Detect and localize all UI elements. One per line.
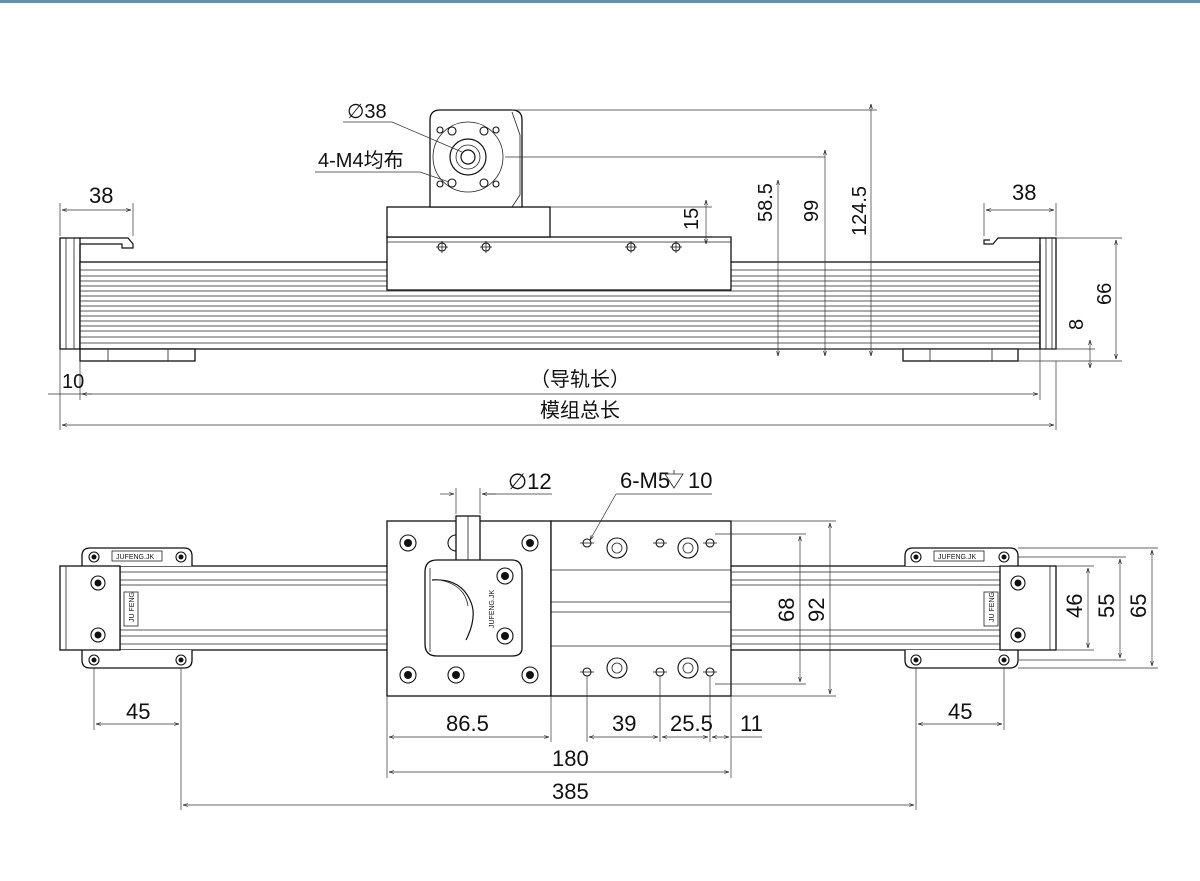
dim-end-widths: 46 55 65 — [1018, 547, 1158, 669]
dim-slider-lengths: 86.5 39 25.5 11 180 385 — [183, 676, 914, 805]
slider-hole-depth-label: 10 — [688, 468, 712, 493]
left-end-width-label: 38 — [89, 183, 113, 208]
dim-39-label: 39 — [612, 711, 636, 736]
slider-holes-label: 6-M5 — [620, 468, 670, 493]
rail-length-label: （导轨长） — [530, 368, 630, 391]
end-46-label: 46 — [1062, 594, 1087, 618]
knob-diameter-label: ∅12 — [508, 469, 552, 494]
dim-180-label: 180 — [552, 746, 589, 771]
side-view: ∅38 4-M4均布 38 38 15 58. — [48, 101, 1122, 430]
side-motor-callouts: ∅38 4-M4均布 — [315, 101, 463, 183]
side-slider-screw-holes — [436, 241, 682, 253]
side-slider-block — [386, 236, 732, 291]
right-top-brand-stamp: JUFENG.JK — [938, 554, 976, 561]
height-124-5-label: 124.5 — [849, 186, 871, 236]
top-motor-body: JUFENG.JK — [424, 559, 523, 657]
top-accent-bar — [0, 0, 1200, 3]
motor-holes-label: 4-M4均布 — [318, 149, 404, 172]
end-65-label: 65 — [1126, 594, 1151, 618]
dim-knob-12: ∅12 — [440, 469, 552, 514]
dim-side-end-66-8: 66 8 — [1018, 237, 1122, 368]
dim-86-5-label: 86.5 — [446, 711, 489, 736]
motor-brand-stamp: JUFENG.JK — [489, 590, 496, 628]
top-knob — [455, 515, 481, 565]
top-right-end-assembly: JUFENG.JK JU FENG — [904, 547, 1057, 669]
dim-left-end-38: 38 — [59, 183, 134, 236]
end-height-66-label: 66 — [1094, 283, 1116, 305]
dim-slider-width: 68 92 — [715, 520, 836, 697]
side-motor-plate — [386, 206, 551, 238]
dim-right-end-38: 38 — [983, 180, 1057, 236]
dim-foot-spacing: 45 45 — [93, 668, 1005, 810]
module-total-length-label: 模组总长 — [540, 399, 620, 422]
end-55-label: 55 — [1094, 594, 1119, 618]
right-side-brand-stamp: JU FENG — [989, 592, 996, 622]
left-offset-10-label: 10 — [62, 371, 84, 393]
dim-385-label: 385 — [552, 779, 589, 804]
top-slider-right-plate — [550, 520, 732, 697]
dim-slider-holes: 6-M5 10 — [590, 468, 712, 540]
top-left-end-assembly: JUFENG.JK JU FENG — [59, 547, 193, 669]
height-58-5-label: 58.5 — [755, 183, 777, 222]
left-top-brand-stamp: JUFENG.JK — [116, 554, 154, 561]
motor-flange-diameter-label: ∅38 — [347, 101, 387, 123]
dim-11-label: 11 — [740, 711, 763, 736]
end-offset-8-label: 8 — [1066, 319, 1088, 330]
right-end-width-label: 38 — [1012, 180, 1036, 205]
slider-thickness-label: 15 — [681, 208, 703, 230]
top-view: JUFENG.JK JU FENG JUFENG.JK — [59, 468, 1158, 810]
left-foot-45-label: 45 — [126, 699, 150, 724]
right-foot-45-label: 45 — [948, 699, 972, 724]
side-mounting-feet — [79, 348, 1019, 362]
dim-25-5-label: 25.5 — [670, 711, 713, 736]
side-motor — [429, 109, 523, 208]
width-68-label: 68 — [774, 598, 799, 622]
side-left-end-cap — [59, 237, 134, 350]
dim-side-lengths: 10 （导轨长） 模组总长 — [48, 349, 1057, 430]
left-side-brand-stamp: JU FENG — [129, 592, 136, 622]
dim-side-heights: 15 58.5 99 124.5 — [505, 104, 1095, 356]
width-92-label: 92 — [804, 598, 829, 622]
height-99-label: 99 — [801, 200, 823, 222]
